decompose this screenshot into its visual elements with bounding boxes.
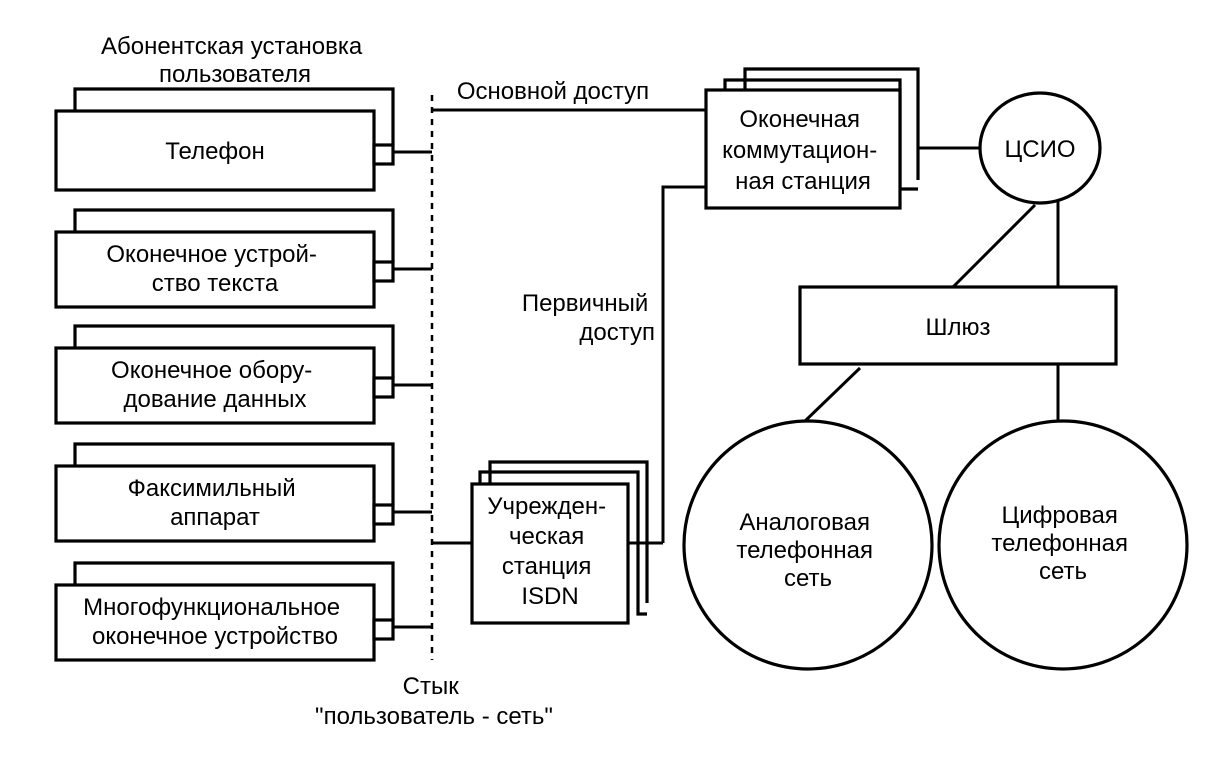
terminal-telephone: Телефон: [54, 87, 432, 192]
basic-access-label: Основной доступ: [457, 78, 649, 105]
pbx-label: Учрежден- ческая станция ISDN: [487, 493, 613, 610]
terminal-fax: Факсимильный аппарат: [54, 442, 432, 543]
digital-network-label: Цифровая телефонная сеть: [991, 502, 1134, 585]
isdn-gateway-link-left: [951, 203, 1037, 289]
terminal-data-equipment: Оконечное обору- дование данных: [54, 324, 432, 425]
terminal-label: Многофункциональное оконечное устройство: [83, 594, 347, 650]
terminal-exchange: Оконечная коммутацион- ная станция: [704, 67, 920, 210]
terminal-label: Оконечное устрой- ство текста: [106, 241, 323, 297]
analog-telephone-network: Аналоговая телефонная сеть: [682, 419, 934, 671]
terminal-label: Оконечное обору- дование данных: [111, 357, 319, 413]
digital-telephone-network: Цифровая телефонная сеть: [937, 419, 1189, 671]
terminal-label: Факсимильный аппарат: [128, 475, 303, 531]
gateway-label: Шлюз: [925, 314, 990, 341]
gateway-analog-link: [802, 366, 862, 424]
exchange-label: Оконечная коммутацион- ная станция: [722, 106, 884, 195]
pbx-isdn: Учрежден- ческая станция ISDN: [432, 460, 663, 625]
interface-label: Стык "пользователь - сеть": [315, 673, 553, 730]
analog-network-label: Аналоговая телефонная сеть: [736, 509, 879, 592]
terminal-multifunctional: Многофункциональное оконечное устройство: [54, 561, 432, 662]
isdn-label: ЦСИО: [1004, 136, 1075, 163]
terminal-label: Телефон: [165, 138, 265, 165]
isdn-network: ЦСИО: [978, 91, 1102, 205]
user-installation-label: Абонентская установка пользователя: [101, 33, 369, 88]
gateway: Шлюз: [798, 285, 1118, 366]
terminal-text-device: Оконечное устрой- ство текста: [54, 208, 432, 309]
primary-access-label: Первичный доступ: [522, 290, 655, 346]
primary-access-line: [661, 185, 706, 543]
